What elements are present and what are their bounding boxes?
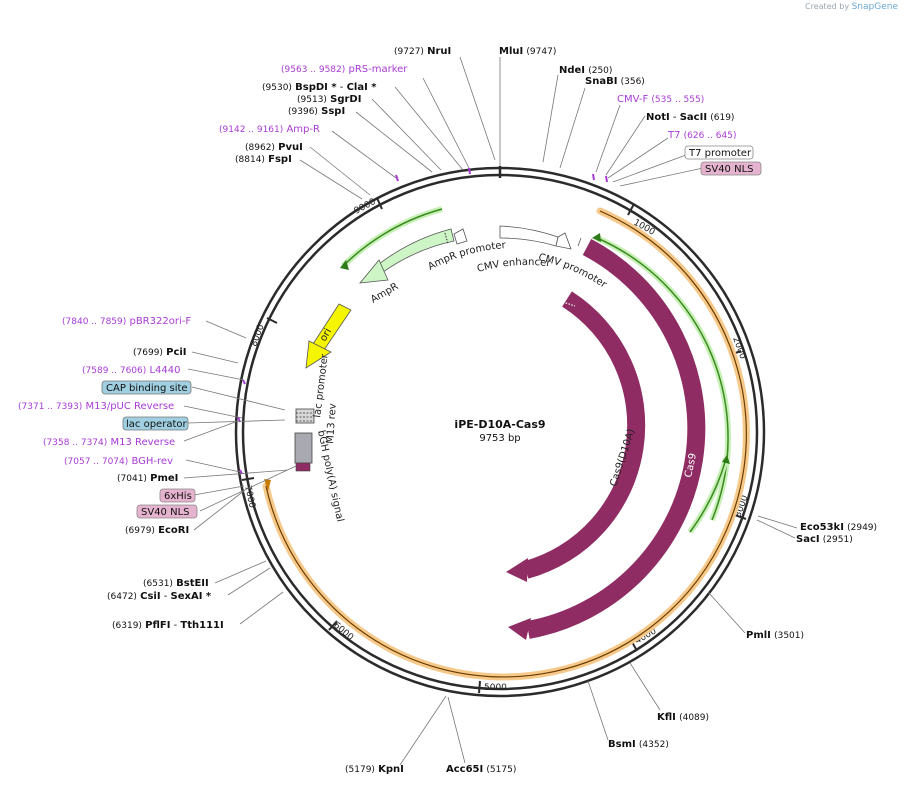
tick-label-5000: 5000	[484, 683, 507, 693]
primer-bgh-rev[interactable]: (7057 .. 7074) BGH-rev	[64, 456, 173, 467]
green-arc-right	[592, 233, 732, 522]
site-bsteii[interactable]: (6531) BstEII	[143, 578, 209, 589]
box-lac-operator-text: lac operator	[126, 419, 187, 430]
box-lac-operator[interactable]: lac operator	[122, 416, 189, 431]
box-cap-binding-site-text: CAP binding site	[106, 383, 188, 394]
site-fspi[interactable]: (8814) FspI	[235, 154, 292, 165]
box-cap-binding-site[interactable]: CAP binding site	[101, 380, 192, 395]
site-eco53ki[interactable]: Eco53kI (2949)	[800, 522, 877, 533]
site-pvui[interactable]: (8962) PvuI	[245, 142, 303, 153]
site-pcii[interactable]: (7699) PciI	[133, 347, 187, 358]
site-kpni[interactable]: (5179) KpnI	[345, 764, 404, 775]
cmv-enhancer-arrow	[499, 225, 559, 247]
snapgene-brand: Created by SnapGene	[805, 2, 898, 12]
center-label: iPE-D10A-Cas9 9753 bp	[454, 418, 545, 444]
box-6xhis[interactable]: 6xHis	[159, 488, 196, 503]
bgh-polya-block	[294, 432, 313, 472]
site-bsmi[interactable]: BsmI (4352)	[608, 739, 669, 750]
site-noti-sacii[interactable]: NotI - SacII (619)	[646, 112, 734, 123]
site-pflfi-tth111i[interactable]: (6319) PflFI - Tth111I	[112, 620, 224, 631]
primer-cmv-f[interactable]: CMV-F (535 .. 555)	[617, 94, 704, 105]
site-saci[interactable]: SacI (2951)	[796, 534, 853, 545]
m13-rev-label: M13 rev	[325, 403, 339, 444]
leader-lines	[183, 56, 798, 766]
green-arc-top-left	[340, 206, 443, 270]
site-ecori[interactable]: (6979) EcoRI	[125, 525, 189, 536]
ampr-label: AmpR	[369, 281, 400, 305]
cas9-d10a-arc	[506, 291, 646, 582]
site-nrui[interactable]: (9727) NruI	[394, 46, 451, 57]
cas9-orange-outer	[262, 207, 750, 681]
snapgene-logo: SnapGene	[851, 2, 898, 12]
box-sv40-nls-bottom-text: SV40 NLS	[141, 507, 190, 518]
tick-marks	[241, 197, 747, 694]
brand-prefix: Created by	[805, 2, 850, 11]
cas9-arc	[508, 239, 706, 640]
site-sspi[interactable]: (9396) SspI	[288, 106, 345, 117]
primer-m13-reverse[interactable]: (7358 .. 7374) M13 Reverse	[43, 437, 175, 448]
box-t7-promoter[interactable]: T7 promoter	[684, 145, 754, 160]
site-pmei[interactable]: (7041) PmeI	[117, 473, 178, 484]
site-ndei[interactable]: NdeI (250)	[559, 65, 612, 76]
site-snabi[interactable]: SnaBI (356)	[585, 76, 645, 87]
backbone	[234, 166, 766, 698]
site-mlui[interactable]: MluI (9747)	[499, 46, 556, 57]
plasmid-name: iPE-D10A-Cas9	[454, 418, 545, 431]
primer-m13-puc-reverse[interactable]: (7371 .. 7393) M13/pUC Reverse	[18, 401, 174, 412]
ampr-promoter-arrow	[453, 228, 468, 245]
site-kfli[interactable]: KflI (4089)	[657, 712, 709, 723]
primer-prs-marker[interactable]: (9563 .. 9582) pRS-marker	[281, 64, 408, 75]
ampr-arrow	[359, 228, 455, 284]
primer-l4440[interactable]: (7589 .. 7606) L4440	[82, 365, 181, 376]
site-bspdi-clai[interactable]: (9530) BspDI * - ClaI *	[262, 82, 377, 93]
box-t7-promoter-text: T7 promoter	[688, 148, 752, 159]
ori-arrow	[305, 303, 352, 369]
primer-pbr322ori-f[interactable]: (7840 .. 7859) pBR322ori-F	[62, 316, 191, 327]
site-sgrdi[interactable]: (9513) SgrDI	[297, 94, 361, 105]
tick-label-7000: 7000	[242, 485, 257, 510]
cmv-promoter-arrow	[555, 232, 582, 250]
lac-promoter-block	[295, 408, 315, 424]
primer-t7[interactable]: T7 (626 .. 645)	[667, 130, 737, 141]
box-6xhis-text: 6xHis	[164, 491, 192, 502]
box-sv40-nls-top-text: SV40 NLS	[705, 164, 754, 175]
site-acc65i[interactable]: Acc65I (5175)	[446, 764, 516, 775]
plasmid-size: 9753 bp	[479, 433, 520, 444]
box-sv40-nls-top[interactable]: SV40 NLS	[700, 161, 762, 176]
tick-label-8000: 8000	[249, 323, 266, 348]
site-pmli[interactable]: PmlI (3501)	[746, 630, 804, 641]
cas9-label: Cas9	[683, 452, 699, 478]
site-csii-sexai[interactable]: (6472) CsiI - SexAI *	[107, 591, 212, 602]
box-sv40-nls-bottom[interactable]: SV40 NLS	[136, 504, 198, 519]
green-arc-inner-right	[687, 455, 730, 534]
primer-amp-r[interactable]: (9142 .. 9161) Amp-R	[219, 124, 320, 135]
